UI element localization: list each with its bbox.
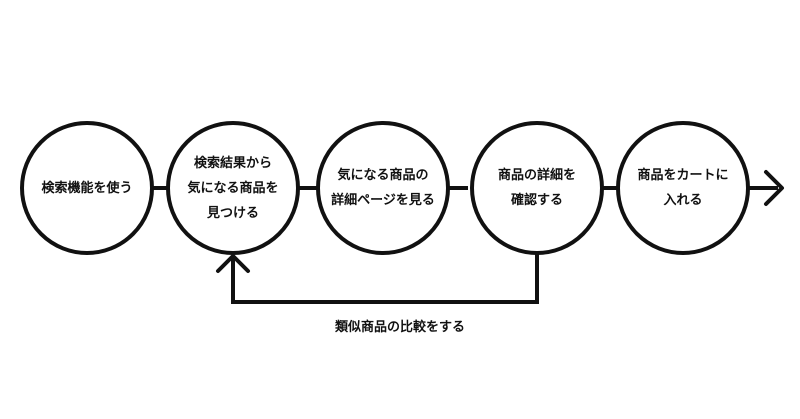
node-line: 検索機能を使う bbox=[41, 180, 133, 196]
node-line: 気になる商品の bbox=[337, 168, 429, 183]
out-arrowhead bbox=[764, 170, 784, 206]
node-line: 入れる bbox=[663, 193, 703, 208]
node-circle-3 bbox=[316, 121, 450, 255]
loop-path bbox=[231, 253, 539, 304]
node-line: 検索結果から bbox=[193, 155, 272, 171]
loop-label: 類似商品の比較をする bbox=[334, 320, 465, 335]
node-label-use-search: 検索機能を使う bbox=[22, 123, 152, 253]
node-circle-4 bbox=[470, 121, 604, 255]
node-line: 商品の詳細を bbox=[497, 168, 576, 183]
node-circle-5 bbox=[616, 121, 750, 255]
node-label-confirm-detail: 商品の詳細を 確認する bbox=[472, 123, 602, 253]
loop-arrowhead bbox=[216, 254, 250, 273]
node-circle-1 bbox=[20, 121, 154, 255]
node-label-add-cart: 商品をカートに 入れる bbox=[618, 123, 748, 253]
node-circle-2 bbox=[166, 121, 300, 255]
node-line: 確認する bbox=[510, 193, 563, 208]
node-line: 気になる商品を bbox=[187, 180, 279, 196]
node-label-view-detail: 気になる商品の 詳細ページを見る bbox=[318, 123, 448, 253]
node-line: 見つける bbox=[206, 205, 259, 221]
node-label-find-item: 検索結果から 気になる商品を 見つける bbox=[168, 123, 298, 253]
node-line: 商品をカートに bbox=[637, 168, 729, 183]
node-line: 詳細ページを見る bbox=[331, 193, 435, 208]
